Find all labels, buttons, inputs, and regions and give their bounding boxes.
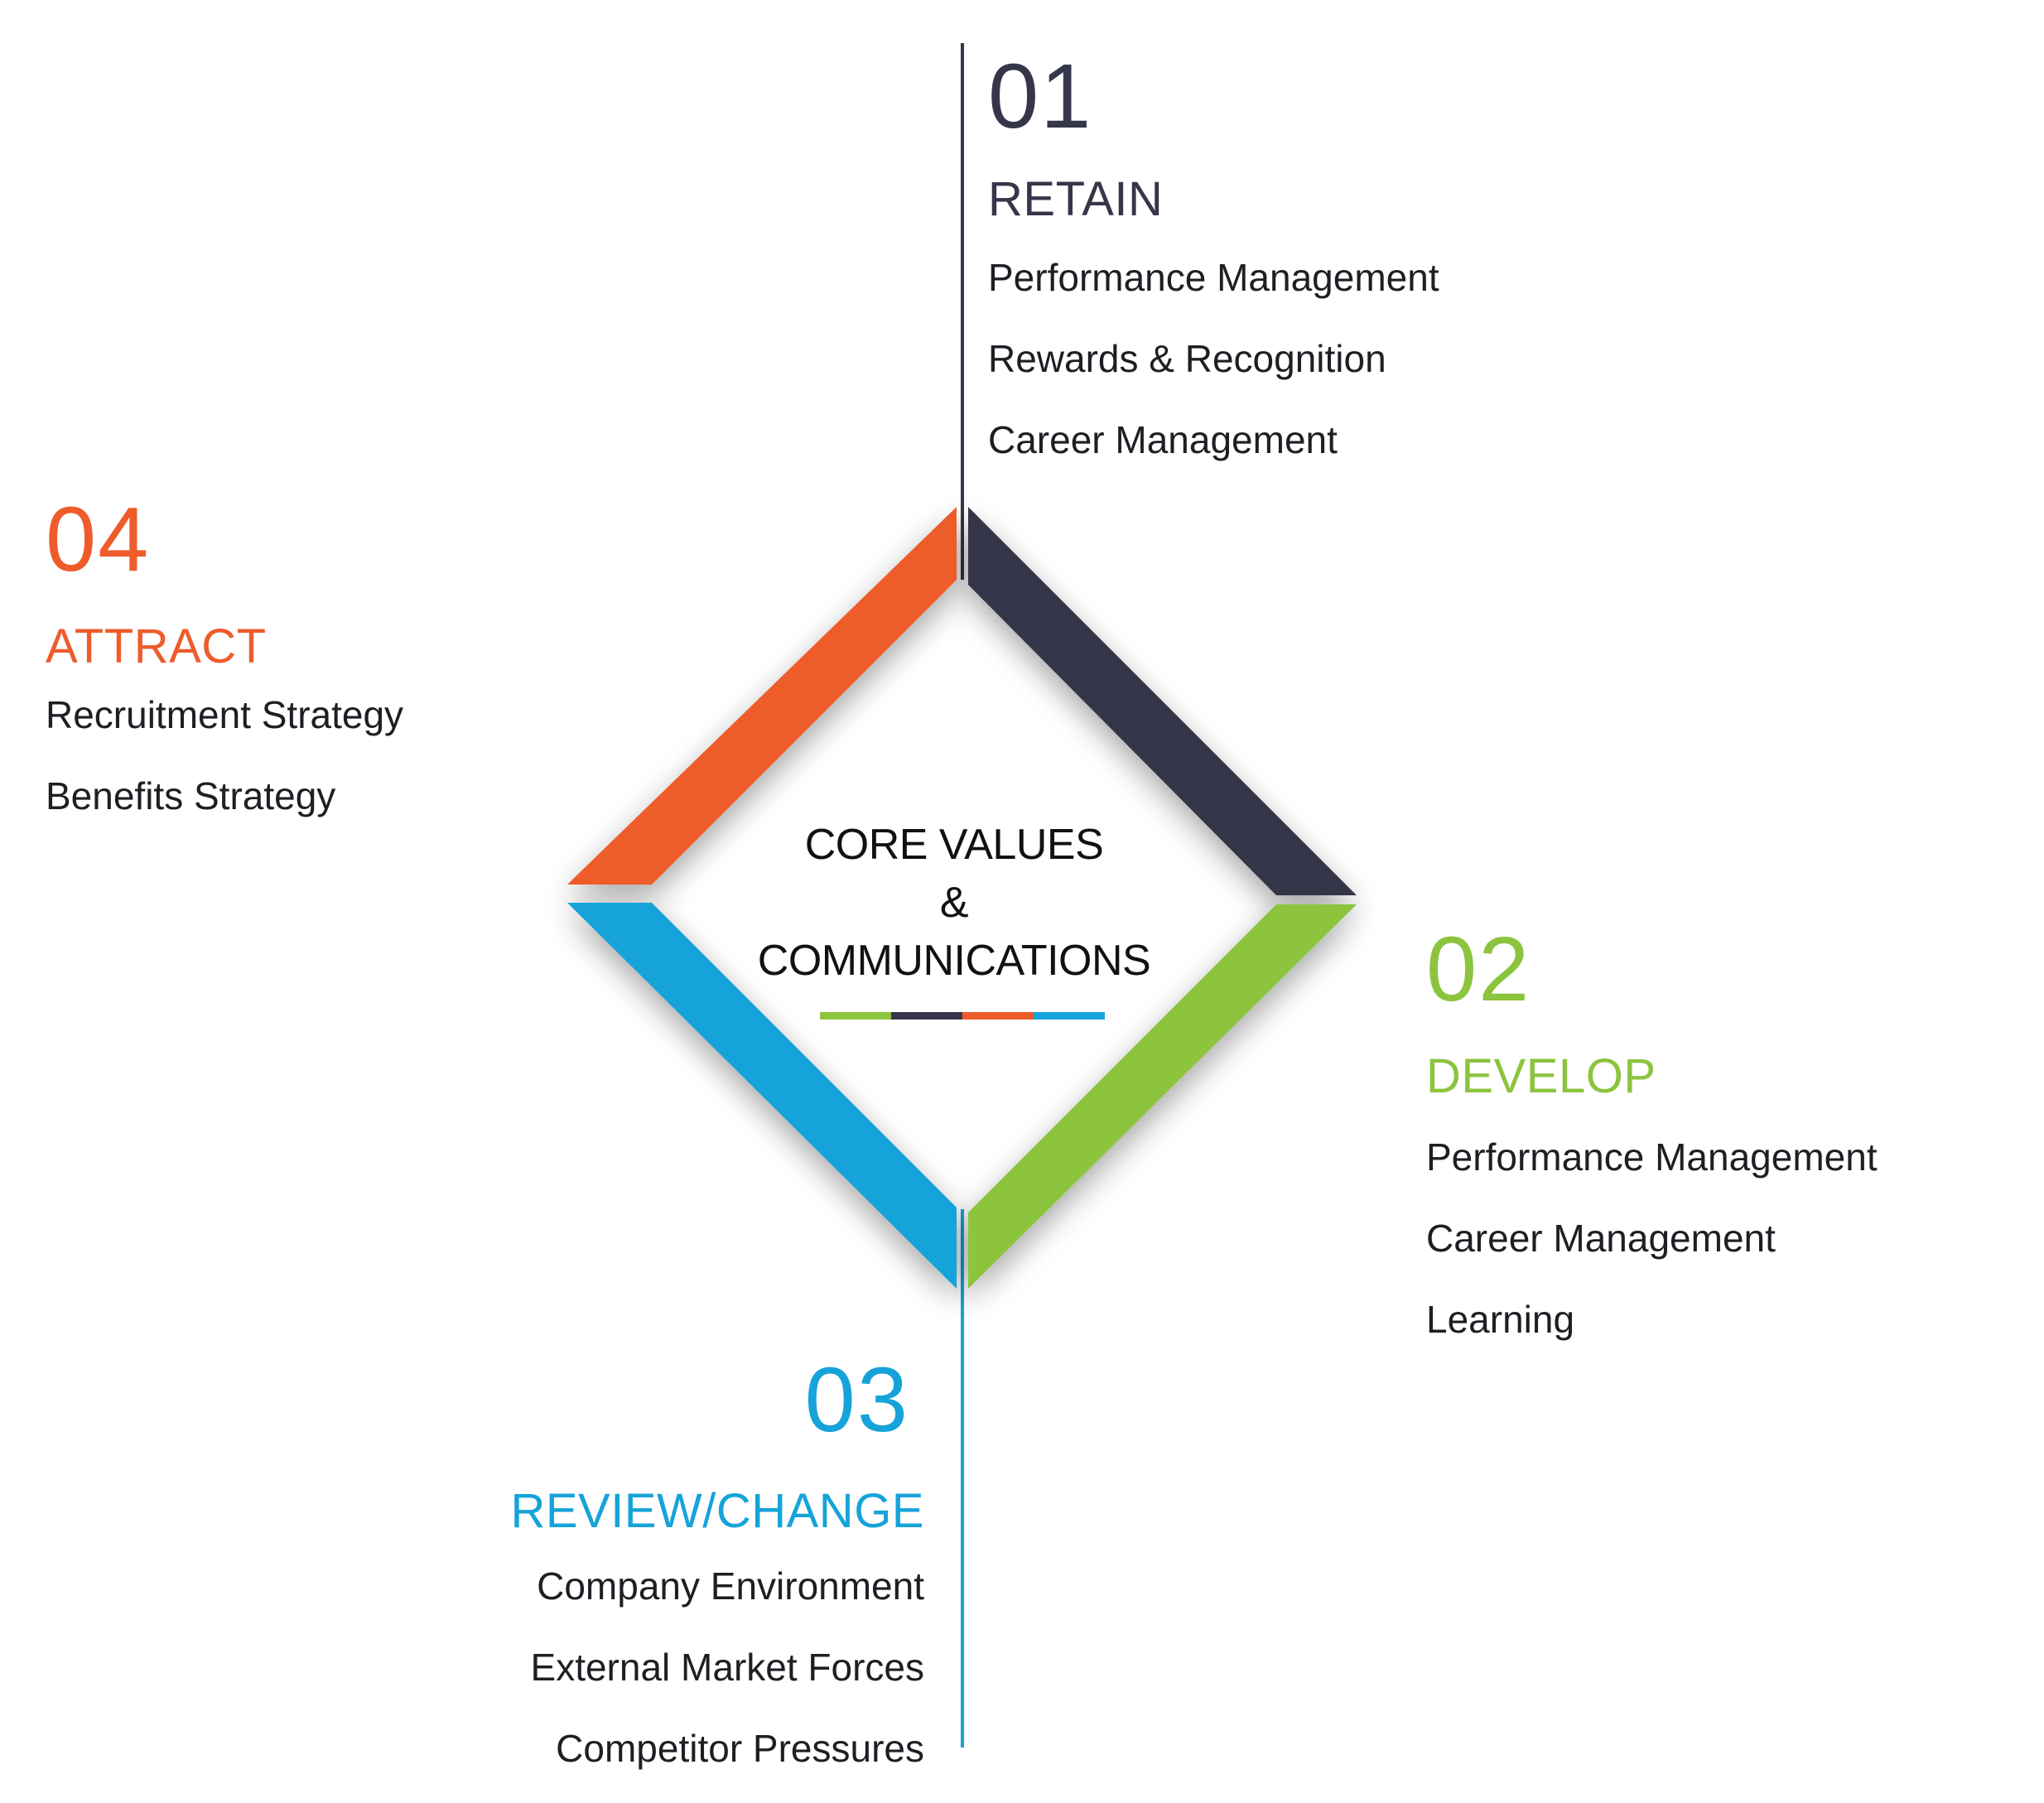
review-item: Competitor Pressures [556, 1727, 924, 1770]
attract-segment [567, 507, 957, 885]
retain-number: 01 [988, 46, 1093, 147]
develop-item: Performance Management [1426, 1135, 1878, 1179]
attract-item: Benefits Strategy [46, 774, 336, 817]
color-bar-develop [820, 1012, 891, 1020]
retain-item: Performance Management [988, 256, 1439, 299]
center-title: CORE VALUES & COMMUNICATIONS [706, 816, 1203, 990]
center-color-bar [820, 1012, 1105, 1020]
retain-item: Rewards & Recognition [988, 337, 1386, 380]
diamond-frame [567, 507, 1357, 1289]
attract-number: 04 [46, 489, 151, 591]
center-line-2: & [939, 879, 969, 927]
review-item: External Market Forces [530, 1646, 924, 1689]
review-section: 03 REVIEW/CHANGE Company Environment Ext… [179, 1349, 924, 1770]
color-bar-attract [962, 1012, 1034, 1020]
develop-segment [968, 904, 1357, 1289]
review-number: 03 [804, 1349, 909, 1451]
attract-section: 04 ATTRACT Recruitment Strategy Benefits… [46, 489, 708, 817]
retain-title: RETAIN [988, 172, 1164, 226]
attract-title: ATTRACT [46, 619, 267, 673]
color-bar-review [1034, 1012, 1105, 1020]
develop-number: 02 [1426, 918, 1531, 1020]
attract-item: Recruitment Strategy [46, 693, 404, 736]
center-line-3: COMMUNICATIONS [757, 937, 1151, 985]
retain-item: Career Management [988, 418, 1338, 461]
retain-section: 01 RETAIN Performance Management Rewards… [988, 46, 1651, 461]
develop-item: Learning [1426, 1298, 1575, 1341]
review-segment [567, 903, 957, 1289]
review-title: REVIEW/CHANGE [510, 1484, 924, 1538]
review-item: Company Environment [537, 1564, 924, 1608]
retain-segment [968, 507, 1357, 895]
center-line-1: CORE VALUES [804, 821, 1104, 869]
develop-title: DEVELOP [1426, 1049, 1656, 1103]
color-bar-retain [891, 1012, 962, 1020]
develop-section: 02 DEVELOP Performance Management Career… [1426, 918, 2044, 1341]
develop-item: Career Management [1426, 1217, 1776, 1260]
